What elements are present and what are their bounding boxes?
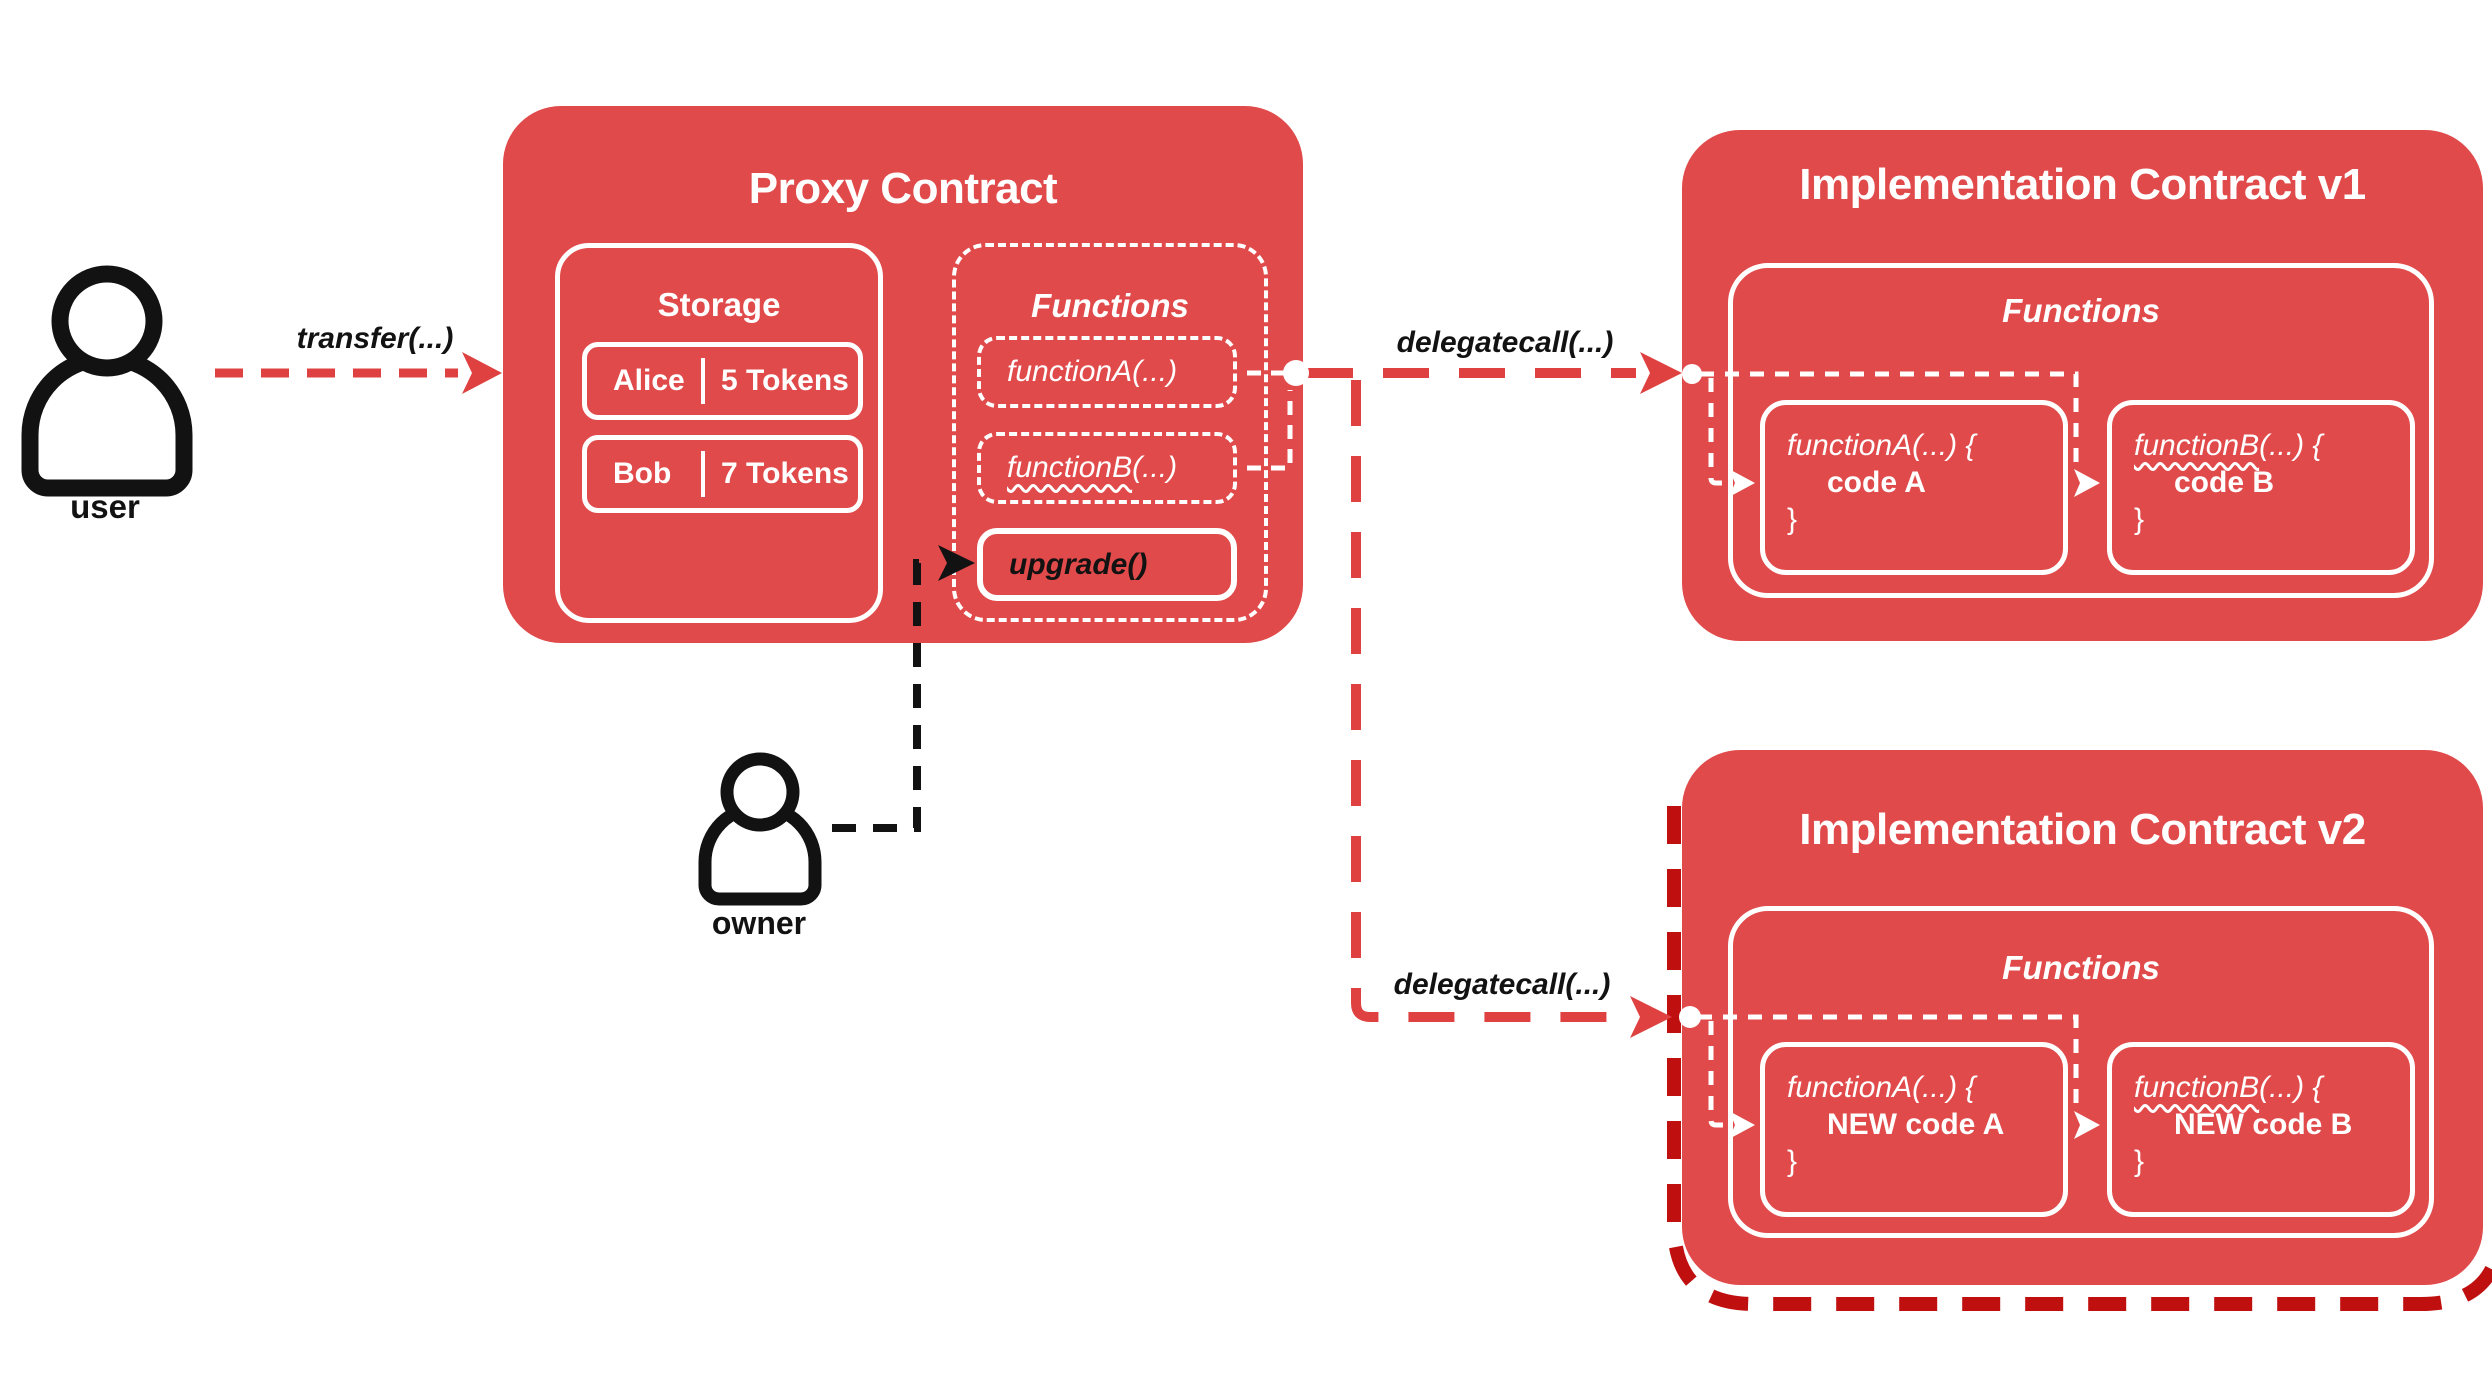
proxy-contract-box: Proxy Contract Storage Alice 5 Tokens Bo… (503, 106, 1303, 643)
function-signature-args: (...) { (2259, 1071, 2323, 1104)
function-body: code B (2174, 466, 2275, 499)
function-close-brace: } (1787, 503, 1798, 536)
function-close-brace: } (1787, 1145, 1798, 1178)
impl-v1-function-b-box: functionB(...) { code B } (2107, 400, 2415, 575)
upgrade-box: upgrade() (977, 528, 1237, 601)
proxy-function-a-box: functionA(...) (977, 336, 1237, 408)
storage-row-name: Bob (613, 457, 672, 490)
function-close-brace: } (2134, 503, 2145, 536)
impl-v2-functions-box: Functions functionA(...) { NEW code A } … (1728, 906, 2434, 1238)
storage-row-name: Alice (613, 364, 685, 397)
impl-v1-function-a-box: functionA(...) { code A } (1760, 400, 2068, 575)
function-signature: functionB (2134, 1071, 2260, 1104)
storage-row-value: 5 Tokens (721, 364, 849, 397)
function-body: code A (1827, 466, 1926, 499)
impl-v1-box: Implementation Contract v1 Functions fun… (1682, 130, 2483, 641)
owner-label: owner (711, 905, 807, 941)
impl-v2-title: Implementation Contract v2 (1799, 805, 2366, 854)
function-signature: functionA(...) { (1787, 429, 1976, 462)
impl-v2-box: Implementation Contract v2 Functions fun… (1682, 750, 2483, 1285)
storage-row-alice: Alice 5 Tokens (582, 342, 863, 420)
arrowhead (1630, 996, 1672, 1038)
storage-row-value: 7 Tokens (721, 457, 849, 490)
function-body: NEW code A (1827, 1108, 2005, 1141)
transfer-arrow (215, 352, 502, 394)
storage-box: Storage Alice 5 Tokens Bob 7 Tokens (555, 243, 883, 623)
function-signature: functionB (2134, 429, 2260, 462)
upgrade-label: upgrade() (1009, 547, 1148, 581)
proxy-function-b-label: functionB (1007, 451, 1133, 484)
function-body: NEW code B (2174, 1108, 2353, 1141)
row-divider (701, 451, 705, 497)
owner-icon (698, 752, 822, 906)
arrowhead (1640, 352, 1682, 394)
function-close-brace: } (2134, 1145, 2145, 1178)
function-signature: functionA(...) { (1787, 1071, 1976, 1104)
impl-v2-function-b-box: functionB(...) { NEW code B } (2107, 1042, 2415, 1217)
user-label: user (70, 488, 140, 525)
delegatecall-v1-label: delegatecall(...) (1396, 326, 1614, 359)
proxy-contract-title: Proxy Contract (748, 164, 1058, 213)
transfer-label: transfer(...) (296, 322, 454, 355)
function-signature-args: (...) { (2259, 429, 2323, 462)
row-divider (701, 358, 705, 404)
proxy-function-a-label: functionA(...) (1007, 355, 1178, 388)
impl-v1-functions-title: Functions (2002, 292, 2160, 329)
user-icon (21, 265, 193, 497)
impl-v1-title: Implementation Contract v1 (1799, 160, 2366, 209)
proxy-function-b-box: functionB(...) (977, 432, 1237, 504)
delegatecall-v2-arrow (1351, 380, 1672, 1038)
storage-title: Storage (657, 286, 781, 323)
impl-v2-functions-title: Functions (2002, 949, 2160, 986)
proxy-functions-container: Functions functionA(...) functionB(...) … (952, 243, 1268, 622)
proxy-function-b-args: (...) (1132, 451, 1178, 484)
delegatecall-v2-label: delegatecall(...) (1393, 968, 1611, 1001)
storage-row-bob: Bob 7 Tokens (582, 435, 863, 513)
proxy-functions-title: Functions (1031, 287, 1189, 324)
impl-v1-functions-box: Functions functionA(...) { code A } func… (1728, 263, 2434, 598)
arrowhead (462, 352, 502, 394)
impl-v2-function-a-box: functionA(...) { NEW code A } (1760, 1042, 2068, 1217)
